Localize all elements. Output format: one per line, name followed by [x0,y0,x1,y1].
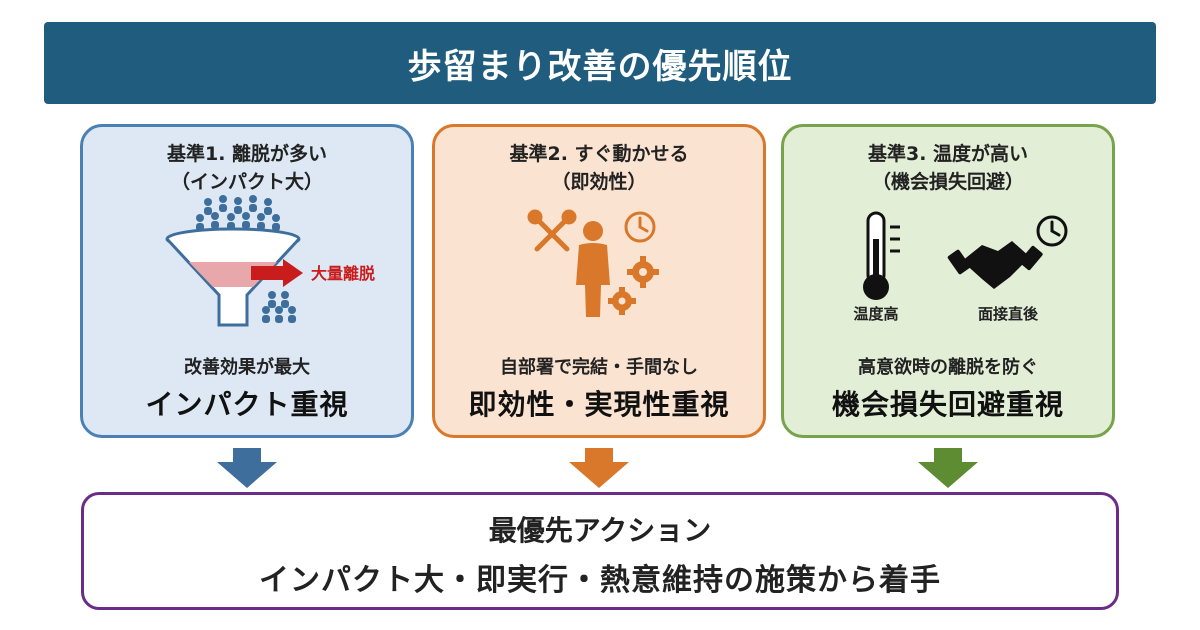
action-title: 最優先アクション [488,514,712,547]
gears-icon [608,256,659,315]
panel-emphasis: 即効性・実現性重視 [468,388,730,421]
down-arrow-icon [918,448,978,488]
down-arrow-icon [569,448,629,488]
action-text: インパクト大・即実行・熱意維持の施策から着手 [259,563,941,598]
icon-label-after-interview: 面接直後 [978,305,1039,323]
panel-emphasis: 機会損失回避重視 [831,388,1064,421]
people-icon [196,195,280,231]
down-arrow-icon [217,448,277,488]
panel-description: 高意欲時の離脱を防ぐ [858,357,1038,378]
icon-label-temperature: 温度高 [853,305,898,323]
criterion-title: 基準2. すぐ動かせる [509,143,689,165]
criterion-title: 基準1. 離脱が多い [166,143,328,165]
criterion-panel-speed: 基準2. すぐ動かせる （即効性） 自部署で完結・手間なし 即効性・実現 [432,124,766,438]
criterion-subtitle: （即効性） [551,171,647,193]
priority-action-box: 最優先アクション インパクト大・即実行・熱意維持の施策から着手 [81,492,1119,610]
title-banner: 歩留まり改善の優先順位 [44,22,1156,104]
clock-icon [1036,215,1068,247]
panel-emphasis: インパクト重視 [145,388,349,421]
funnel-illustration: 大量離脱 [165,195,375,327]
tools-icon [527,209,577,252]
handshake-icon [947,241,1043,289]
panel-description: 改善効果が最大 [184,357,310,378]
temperature-illustration: 温度高 面接直後 [853,211,1068,323]
people-icon [262,291,296,323]
panel-description: 自部署で完結・手間なし [500,357,698,378]
criterion-subtitle: （機会損失回避） [871,171,1024,193]
callout-label: 大量離脱 [311,264,375,283]
clock-icon [624,211,656,243]
criterion-subtitle: （インパクト大） [170,171,323,193]
criterion-title: 基準3. 温度が高い [867,143,1029,165]
thermometer-icon [863,211,900,300]
criterion-panel-temperature: 基準3. 温度が高い （機会損失回避） 温度高 面接直後 高意欲時の離脱を防ぐ … [781,124,1115,438]
criterion-panel-impact: 基準1. 離脱が多い （インパクト大） 大量離脱 [80,124,414,438]
speed-illustration [527,209,659,317]
person-icon [576,221,610,317]
red-arrow-icon [251,259,303,287]
page-title: 歩留まり改善の優先順位 [407,46,793,87]
